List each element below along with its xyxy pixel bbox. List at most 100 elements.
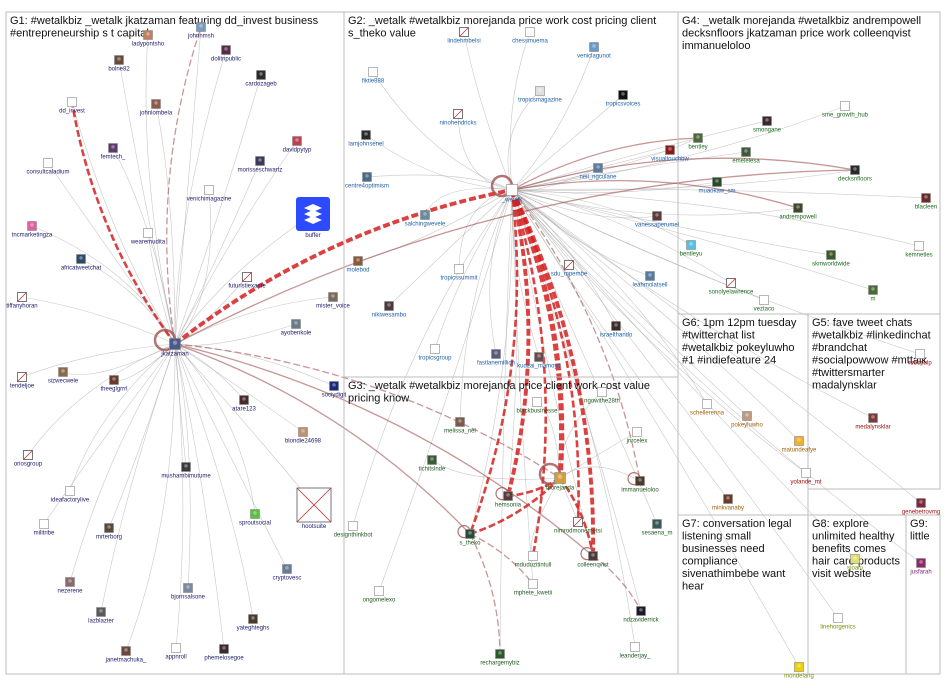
- node-ndzaviderrick[interactable]: ndzaviderrick: [623, 606, 660, 624]
- node-militribe[interactable]: militribe: [34, 519, 55, 537]
- node-ninohendricks[interactable]: ninohendricks: [439, 109, 477, 127]
- node-mphete_kwetii[interactable]: mphete_kwetii: [514, 579, 552, 597]
- node-decksnfloors[interactable]: decksnfloors: [838, 165, 872, 183]
- node-medalynsklar[interactable]: medalynsklar: [855, 413, 891, 431]
- node-bolne82[interactable]: bolne82: [108, 55, 130, 73]
- node-ongomelexo[interactable]: ongomelexo: [363, 586, 396, 604]
- node-ayobenkole[interactable]: ayobenkole: [281, 319, 312, 337]
- node-mondelang[interactable]: mondelang: [784, 662, 814, 680]
- node-veniclagunot[interactable]: veniclagunot: [577, 42, 611, 60]
- node-hemsonia[interactable]: hemsonia: [495, 491, 522, 509]
- node-sme_growth_hub[interactable]: sme_growth_hub: [822, 101, 869, 119]
- node-nezerene[interactable]: nezerene: [57, 577, 83, 595]
- node-ngowithe28th[interactable]: ngowithe28th: [584, 387, 620, 405]
- node-m[interactable]: m: [868, 285, 878, 303]
- node-tropicssummit[interactable]: tropicssummit: [440, 264, 478, 282]
- node-tichitslnde[interactable]: tichitslnde: [419, 455, 446, 473]
- node-theeglgrrrl[interactable]: theeglgrrrl: [100, 375, 128, 393]
- node-linehorgenics[interactable]: linehorgenics: [820, 613, 856, 631]
- node-tropicsgroup[interactable]: tropicsgroup: [418, 344, 452, 362]
- node-dd_invest[interactable]: dd_invest: [59, 97, 85, 115]
- node-johnnmsh[interactable]: johnnmsh: [187, 22, 214, 40]
- node-blacleen[interactable]: blacleen: [915, 193, 937, 211]
- node-ladypontsho[interactable]: ladypontsho: [132, 30, 165, 48]
- node-s_theko[interactable]: s_theko: [459, 529, 481, 547]
- node-lindehmbelsi[interactable]: lindehmbelsi: [447, 27, 481, 45]
- node-wearemudita[interactable]: wearemudita: [130, 228, 166, 246]
- node-genebetrovmg[interactable]: genebetrovmg: [902, 498, 940, 516]
- node-immanueloloo[interactable]: immanueloloo: [621, 476, 659, 494]
- node-davidpytyp[interactable]: davidpytyp: [283, 136, 312, 154]
- node-femtech_[interactable]: femtech_: [101, 143, 126, 161]
- node-cryptovesc[interactable]: cryptovesc: [273, 564, 302, 582]
- node-centre4optimism[interactable]: centre4optimism: [345, 172, 389, 190]
- node-sdu_mpembe[interactable]: sdu_mpembe: [551, 260, 588, 278]
- node-designthinkbot[interactable]: designthinkbot: [334, 521, 373, 539]
- node-israelthando[interactable]: israelthando: [600, 321, 633, 339]
- node-lamjohnsenel[interactable]: lamjohnsenel: [348, 130, 384, 148]
- node-visualtouchbw[interactable]: visualtouchbw: [651, 145, 690, 163]
- node-andrempowell[interactable]: andrempowell: [779, 203, 817, 221]
- node-venichimagazine[interactable]: venichimagazine: [187, 185, 232, 203]
- node-schellerenna[interactable]: schellerenna: [690, 399, 725, 417]
- node-johnlombela[interactable]: johnlombela: [139, 99, 173, 117]
- node-nimrodmonemetsi[interactable]: nimrodmonemetsi: [554, 517, 602, 535]
- node-leahmolatsell[interactable]: leahmolatsell: [632, 271, 668, 289]
- node-bentley[interactable]: bentley: [688, 133, 708, 151]
- node-mduduzitintull[interactable]: mduduzitintull: [515, 551, 552, 569]
- node-bentleyu[interactable]: bentleyu: [680, 240, 703, 258]
- node-bjornsalsone[interactable]: bjornsalsone: [171, 583, 206, 601]
- node-sonolyelawrence[interactable]: sonolyelawrence: [709, 278, 754, 296]
- node-buffer[interactable]: buffer: [296, 197, 330, 239]
- node-yateghteghs[interactable]: yateghteghs: [237, 614, 270, 632]
- node-fiktie888[interactable]: fiktie888: [362, 67, 385, 85]
- node-morisseschwartz[interactable]: morisseschwartz: [238, 156, 283, 174]
- node-sociydigit[interactable]: sociydigit: [322, 381, 347, 399]
- node-appnroll[interactable]: appnroll: [165, 643, 187, 661]
- node-tropicsvoices[interactable]: tropicsvoices: [606, 90, 641, 108]
- node-mrterborg[interactable]: mrterborg: [96, 523, 122, 541]
- node-cardozageb[interactable]: cardozageb: [245, 70, 277, 88]
- node-fastlanemillion[interactable]: fastlanemillion: [477, 349, 515, 367]
- node-leanderjay_[interactable]: leanderjay_: [619, 642, 651, 660]
- node-jusfarah[interactable]: jusfarah: [909, 558, 932, 576]
- node-morejanda[interactable]: morejanda: [546, 472, 575, 492]
- node-vanessaperumel[interactable]: vanessaperumel: [635, 211, 679, 229]
- node-molebod[interactable]: molebod: [346, 256, 370, 274]
- node-matundeafye[interactable]: matundeafye: [782, 436, 817, 454]
- node-pokeyluwho[interactable]: pokeyluwho: [731, 411, 764, 429]
- node-janetmachuka_[interactable]: janetmachuka_: [105, 646, 147, 664]
- node-kudzai_mamoyo[interactable]: kudzai_mamoyo: [517, 352, 562, 370]
- node-yolande_mt[interactable]: yolande_mt: [790, 468, 822, 486]
- node-salchingwevele[interactable]: salchingwevele: [405, 210, 446, 228]
- node-tropicsmagazine[interactable]: tropicsmagazine: [518, 86, 563, 104]
- node-sproutsocial[interactable]: sproutsocial: [239, 509, 271, 527]
- node-lazblazter[interactable]: lazblazter: [88, 607, 114, 625]
- node-robopulp[interactable]: robopulp: [908, 349, 932, 367]
- node-hootsuite[interactable]: hootsuite: [296, 487, 332, 530]
- node-atare123[interactable]: atare123: [232, 395, 257, 413]
- node-blondie24698[interactable]: blondie24698: [285, 427, 322, 445]
- node-smongane[interactable]: smongane: [753, 116, 782, 134]
- node-tncmarketingza[interactable]: tncmarketingza: [12, 221, 53, 239]
- node-skmworldwide[interactable]: skmworldwide: [812, 250, 850, 268]
- node-muaokaw_sm[interactable]: muaokaw_sm: [698, 177, 736, 195]
- node-_wetalk[interactable]: _wetalk: [501, 184, 523, 204]
- node-mushambimutume[interactable]: mushambimutume: [161, 462, 211, 480]
- node-veztaco[interactable]: veztaco: [754, 295, 775, 313]
- node-mister_voice[interactable]: mister_voice: [316, 292, 350, 310]
- node-oriosgroup[interactable]: oriosgroup: [14, 450, 43, 468]
- node-ideafactorylive[interactable]: ideafactorylive: [51, 486, 90, 504]
- node-sjoalu[interactable]: sjoalu: [847, 554, 863, 572]
- node-jnrcelex[interactable]: jnrcelex: [626, 427, 648, 445]
- node-sizwecwele[interactable]: sizwecwele: [48, 367, 79, 385]
- node-tiffanyhoran[interactable]: tiffanyhoran: [6, 292, 38, 310]
- node-tendeljoe[interactable]: tendeljoe: [10, 372, 35, 390]
- node-rechargemybiz[interactable]: rechargemybiz: [480, 649, 520, 667]
- node-blackbusinesse[interactable]: blackbusinesse: [516, 397, 558, 415]
- node-nikiwesambo[interactable]: nikiwesambo: [372, 301, 407, 319]
- node-phemelosegoe[interactable]: phemelosegoe: [204, 644, 244, 662]
- node-sesaena_m[interactable]: sesaena_m: [641, 519, 673, 537]
- node-neil_ngculane[interactable]: neil_ngculane: [579, 163, 617, 181]
- node-consultcaladium[interactable]: consultcaladium: [26, 158, 70, 176]
